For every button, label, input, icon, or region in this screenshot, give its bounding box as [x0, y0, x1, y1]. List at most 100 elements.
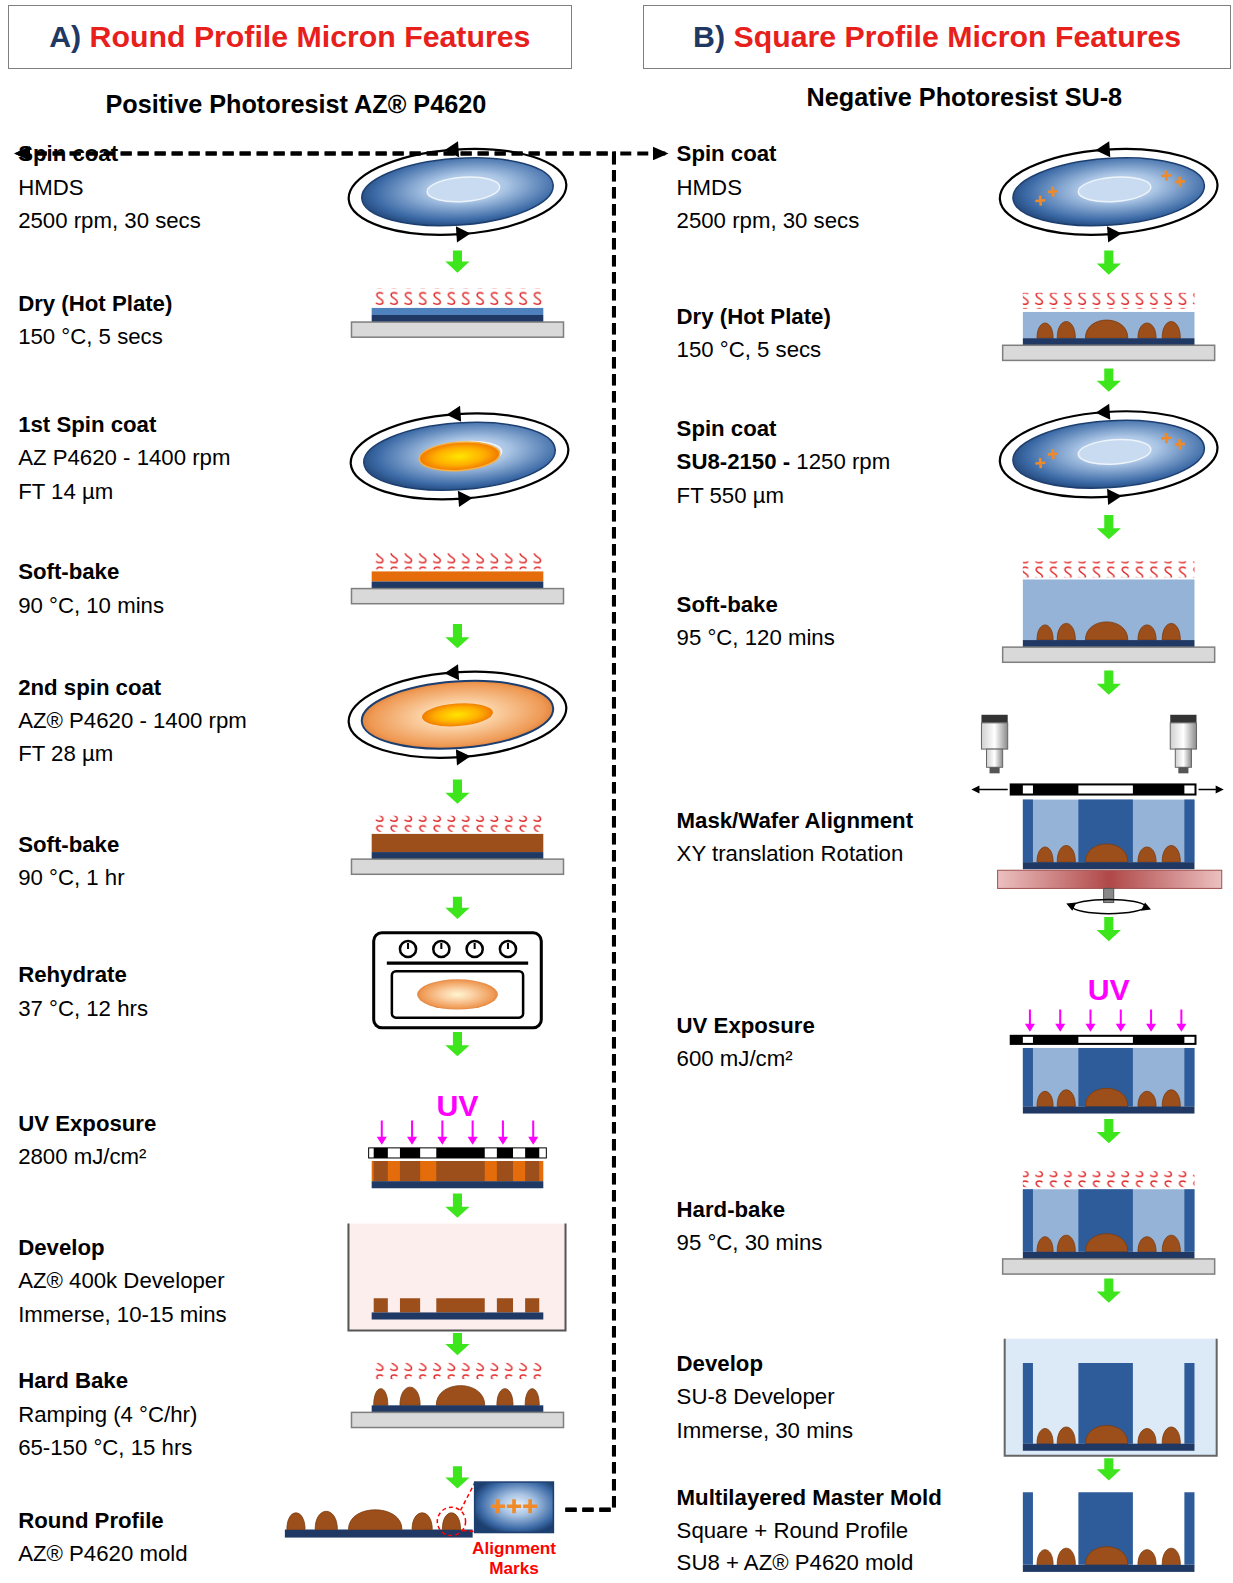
process-step: Multilayered Master MoldSquare + Round P…: [669, 1480, 1227, 1581]
text-line: Mask/Wafer Alignment: [677, 804, 913, 837]
hot-plate-figure: [351, 1363, 563, 1428]
step-parameter: 65-150 °C, 15 hrs: [18, 1435, 192, 1460]
hot-plate-figure: [372, 553, 544, 569]
step-heading: Rehydrate: [18, 962, 127, 987]
process-step: Soft-bake90 °C, 1 hr: [14, 804, 565, 897]
hot-plate-figure: [1003, 647, 1215, 662]
spin-coat-figure: [996, 396, 1221, 512]
uv-exposure-figure: [436, 1148, 484, 1158]
develop-tank-figure: [1023, 1363, 1195, 1444]
text-line: Square + Round Profile: [677, 1515, 942, 1547]
process-step: Rehydrate37 °C, 12 hrs: [14, 919, 565, 1032]
section-letter: B): [693, 20, 725, 53]
spin-coat-figure: [1048, 449, 1059, 460]
hot-plate-figure: [372, 852, 544, 859]
step-parameter: HMDS: [18, 175, 83, 200]
hot-plate-figure: [1003, 561, 1215, 662]
oven-figure: [387, 962, 528, 965]
spin-coat-figure: [996, 134, 1221, 250]
text-line: 2nd spin coat: [18, 671, 247, 704]
process-step: DevelopAZ® 400k DeveloperImmerse, 10-15 …: [14, 1218, 565, 1333]
step-text: Hard-bake95 °C, 30 mins: [677, 1193, 823, 1260]
step-heading: Develop: [677, 1351, 763, 1376]
master-mold-figure: [1023, 1492, 1195, 1572]
spin-coat-figure: [1048, 186, 1059, 197]
hot-plate-figure: [1023, 1189, 1195, 1252]
round-profile-mold-figure: [491, 1499, 505, 1513]
section-title: Square Profile Micron Features: [734, 20, 1182, 53]
text-line: 65-150 °C, 15 hrs: [18, 1431, 197, 1464]
text-line: 95 °C, 30 mins: [677, 1226, 823, 1259]
mask-aligner-figure: [981, 723, 1007, 749]
text-line: 90 °C, 10 mins: [18, 589, 164, 622]
round-profile-mold-figure: [523, 1499, 537, 1513]
spin-coat-figure: [345, 657, 570, 773]
process-step: 1st Spin coatAZ P4620 - 1400 rpmFT 14 µm: [14, 384, 565, 515]
text-line: HMDS: [18, 171, 201, 204]
process-step: Dry (Hot Plate)150 °C, 5 secs: [14, 273, 565, 360]
hot-plate-figure: [372, 315, 544, 322]
flow-arrow: [445, 624, 469, 648]
step-text: Dry (Hot Plate)150 °C, 5 secs: [18, 287, 172, 354]
text-line: UV Exposure: [18, 1107, 156, 1140]
uv-exposure-figure: [377, 1137, 539, 1145]
text-line: FT 14 µm: [18, 475, 230, 508]
step-parameter: 150 °C, 5 secs: [677, 337, 822, 362]
text-line: SU-8 Developer: [677, 1380, 853, 1413]
mask-aligner-figure: [1072, 900, 1145, 914]
step-parameter: FT 550 µm: [677, 483, 784, 508]
mask-aligner-figure: [998, 870, 1222, 888]
spin-coat-figure: [996, 396, 1221, 512]
spin-coat-figure: [345, 134, 570, 250]
oven-figure: [374, 933, 542, 1028]
text-line: Soft-bake: [18, 828, 124, 861]
hot-plate-figure: [351, 553, 563, 603]
uv-exposure-figure: [1023, 1048, 1195, 1107]
mask-aligner-figure: [1023, 785, 1033, 793]
hot-plate-figure: [374, 1386, 540, 1406]
develop-tank-figure: [372, 1312, 544, 1319]
step-parameter: AZ® P4620 mold: [18, 1541, 187, 1566]
process-step: UV Exposure600 mJ/cm²: [669, 941, 1227, 1119]
hot-plate-figure: [1037, 1234, 1180, 1252]
uv-exposure-figure: [374, 1148, 388, 1158]
text-line: Spin coat: [677, 137, 860, 170]
step-heading: Spin coat: [677, 141, 777, 166]
hot-plate-figure: [351, 859, 563, 874]
uv-label: UV: [1088, 975, 1130, 1005]
spin-coat-figure: [420, 700, 494, 729]
master-mold-figure: [1023, 1565, 1195, 1572]
text-line: 95 °C, 120 mins: [677, 621, 835, 654]
hot-plate-figure: [1023, 640, 1195, 647]
step-parameter: XY translation Rotation: [677, 841, 904, 866]
flow-arrow: [1097, 515, 1121, 539]
flow-arrow: [1097, 1119, 1121, 1143]
text-line: 2800 mJ/cm²: [18, 1140, 156, 1173]
hot-plate-figure: [1037, 622, 1180, 640]
step-heading: 2nd spin coat: [18, 675, 161, 700]
mask-aligner-figure: [1170, 723, 1196, 749]
uv-exposure-figure: [400, 1148, 420, 1158]
round-profile-mold-figure: [285, 1482, 554, 1538]
develop-tank-figure: [348, 1224, 565, 1331]
hot-plate-figure: [1037, 320, 1180, 338]
oven-figure: [392, 971, 523, 1017]
uv-exposure-figure: [1184, 1037, 1194, 1043]
flow-arrow: [445, 250, 469, 272]
spin-coat-figure: [359, 675, 555, 755]
process-step: Dry (Hot Plate)150 °C, 5 secs: [669, 275, 1227, 369]
hot-plate-figure: [351, 589, 563, 604]
step-heading: Multilayered Master Mold: [677, 1485, 942, 1510]
spin-coat-figure: [1174, 176, 1185, 187]
spin-coat-figure: [347, 398, 572, 514]
step-heading: Spin coat: [18, 141, 118, 166]
spin-coat-figure: [345, 134, 570, 250]
hot-plate-figure: [372, 289, 544, 305]
uv-exposure-figure: [372, 1181, 544, 1188]
step-text: Hard BakeRamping (4 °C/hr)65-150 °C, 15 …: [18, 1364, 197, 1464]
process-step: DevelopSU-8 DeveloperImmerse, 30 mins: [669, 1303, 1227, 1459]
step-parameter: AZ® 400k Developer: [18, 1268, 224, 1293]
uv-exposure-figure: [369, 1148, 547, 1158]
